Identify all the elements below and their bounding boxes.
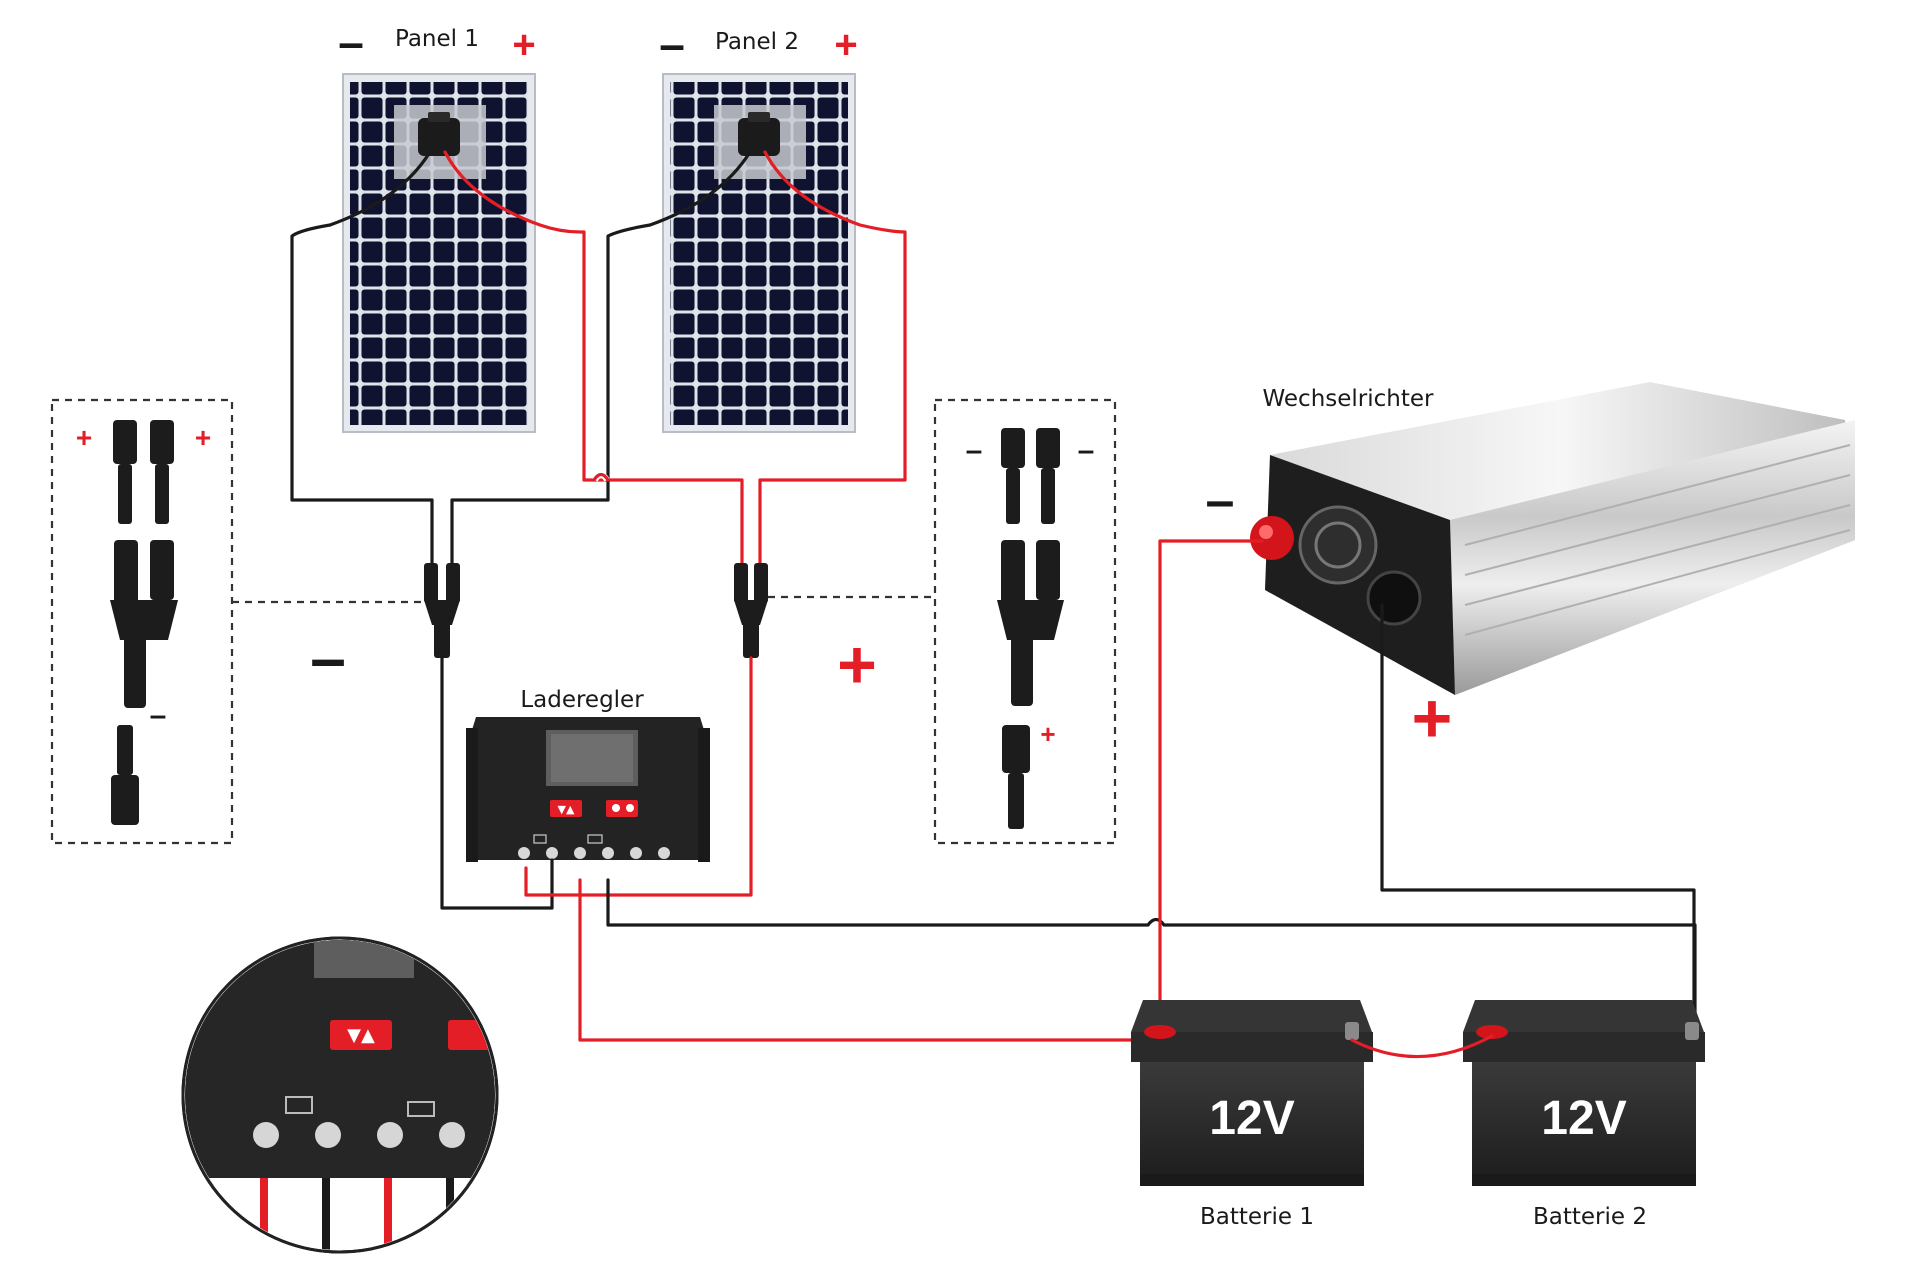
pv-negative-to-controller	[440, 656, 554, 910]
inverter-minus: –	[1206, 472, 1235, 530]
battery-1: 12V	[1131, 1000, 1373, 1186]
mc4-y-branch-icon	[997, 540, 1064, 706]
panel-1-minus: –	[338, 16, 364, 68]
panel-1-positive-wire	[443, 150, 744, 567]
inverter-plus: +	[1412, 679, 1453, 757]
pos-box-plus-out: +	[1040, 719, 1055, 749]
panel-2-label: Panel 2	[715, 29, 799, 55]
negative-branch-sign: –	[310, 622, 346, 694]
mc4-female-connectors-icon	[1001, 428, 1060, 524]
mc4-y-branch-icon	[110, 540, 178, 708]
neg-box-minus-out: –	[150, 699, 167, 732]
panel-2-positive-wire	[758, 150, 907, 567]
solar-panel-icon	[533, 834, 547, 844]
positive-branch-sign: +	[837, 627, 877, 703]
zoom-solar-icon	[285, 1096, 313, 1114]
controller-label: Laderegler	[520, 687, 644, 713]
zoom-arrow-button	[330, 1020, 392, 1050]
junction-box-icon	[418, 118, 460, 156]
controller-to-battery-positive	[578, 878, 1165, 1042]
battery-1-positive-terminal-icon	[1144, 1025, 1176, 1039]
mc4-single-connector-icon	[1002, 725, 1030, 829]
fan-icon	[1298, 505, 1378, 585]
charge-controller: ▼▲	[466, 717, 710, 862]
battery-2-positive-terminal-icon	[1476, 1025, 1508, 1039]
solar-panel-1	[342, 73, 536, 433]
battery-2: 12V	[1463, 1000, 1705, 1186]
neg-box-plus-left: +	[76, 422, 92, 453]
solar-panel-2	[662, 73, 856, 433]
negative-y-connector	[424, 563, 460, 658]
battery-1-label: Batterie 1	[1200, 1204, 1314, 1230]
mc4-male-connectors-icon	[113, 420, 174, 524]
inverter-to-battery-positive	[1158, 539, 1264, 1027]
controller-arrow-button[interactable]	[550, 800, 582, 817]
battery-1-voltage: 12V	[1209, 1092, 1294, 1145]
svg-text:▼▲: ▼▲	[558, 803, 575, 816]
controller-terminal-zoom: ▼▲	[181, 936, 499, 1254]
battery-1-negative-terminal-icon	[1345, 1022, 1359, 1040]
controller-to-battery-negative	[606, 878, 1697, 1027]
inverter-label: Wechselrichter	[1263, 386, 1435, 412]
zoom-battery-icon	[407, 1101, 435, 1117]
pos-box-minus-right: –	[1078, 434, 1095, 467]
battery-icon	[587, 834, 603, 844]
inverter-positive-terminal-icon	[1250, 516, 1294, 560]
controller-terminals	[518, 847, 670, 859]
neg-box-plus-right: +	[195, 422, 211, 453]
panel-1-label: Panel 1	[395, 26, 479, 52]
svg-text:▼▲: ▼▲	[347, 1025, 375, 1046]
battery-series-link	[1350, 1034, 1494, 1059]
junction-box-icon	[738, 118, 780, 156]
panel-2-minus: –	[659, 18, 685, 70]
inverter-negative-terminal-icon	[1366, 570, 1422, 626]
battery-2-voltage: 12V	[1541, 1092, 1626, 1145]
mc4-single-connector-icon	[111, 725, 139, 825]
pv-positive-to-controller	[524, 656, 753, 897]
battery-2-label: Batterie 2	[1533, 1204, 1647, 1230]
panel-2-plus: +	[834, 23, 857, 67]
inverter-to-battery-negative	[1380, 603, 1696, 1027]
positive-y-connector	[734, 563, 768, 658]
battery-2-negative-terminal-icon	[1685, 1022, 1699, 1040]
panel-2-negative-wire	[450, 150, 752, 567]
inverter	[1250, 382, 1855, 695]
panel-1-plus: +	[512, 23, 535, 67]
pos-box-minus-left: –	[966, 434, 983, 467]
panel-1-negative-wire	[290, 150, 434, 567]
